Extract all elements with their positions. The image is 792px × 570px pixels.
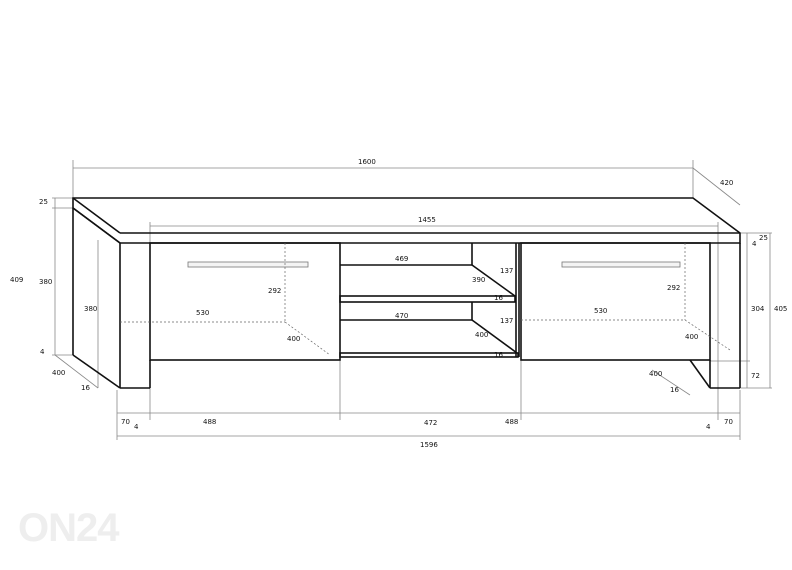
- label-shelf-upper-width: 469: [395, 255, 408, 263]
- label-right-drawer-width: 530: [594, 307, 607, 315]
- label-shelf-lower-height: 137: [500, 317, 513, 325]
- label-left-top: 25: [39, 198, 48, 206]
- label-bottom-left-side: 70: [121, 418, 130, 426]
- label-bottom-middle: 472: [424, 419, 437, 427]
- label-right-drawer-height: 292: [667, 284, 680, 292]
- label-bottom-right-gap: 4: [706, 423, 711, 431]
- dimension-labels: 1600 420 1455 25 409 380 4 400 16 380 53…: [10, 158, 787, 449]
- label-right-panel: 16: [670, 386, 679, 394]
- dimension-lines: [52, 160, 772, 440]
- left-drawer: [120, 242, 341, 361]
- label-left-depth: 400: [52, 369, 65, 377]
- label-overall-depth: 420: [720, 179, 733, 187]
- watermark-logo: ON24: [18, 506, 119, 550]
- label-left-side: 380: [39, 278, 52, 286]
- label-right-front: 304: [751, 305, 765, 313]
- label-bottom-right-side: 70: [724, 418, 733, 426]
- label-overall-width: 1600: [358, 158, 376, 166]
- label-bottom-left-section: 488: [203, 418, 216, 426]
- label-bottom-width: 1596: [420, 441, 438, 449]
- label-right-top: 25: [759, 234, 768, 242]
- label-right-total: 405: [774, 305, 787, 313]
- label-left-inner: 380: [84, 305, 97, 313]
- label-left-drawer-width: 530: [196, 309, 209, 317]
- label-shelf-upper-depth: 390: [472, 276, 485, 284]
- label-bottom-right-section: 488: [505, 418, 518, 426]
- label-inner-width: 1455: [418, 216, 436, 224]
- label-shelf-upper-height: 137: [500, 267, 513, 275]
- label-left-drawer-depth: 400: [287, 335, 300, 343]
- label-right-plinth: 72: [751, 372, 760, 380]
- middle-shelves: [339, 243, 520, 358]
- label-left-drawer-height: 292: [268, 287, 281, 295]
- label-left-total: 409: [10, 276, 23, 284]
- carcass: [72, 197, 741, 389]
- label-left-gap: 4: [40, 348, 45, 356]
- label-shelf-lower-depth: 400: [475, 331, 488, 339]
- label-shelf-upper-thickness: 16: [494, 294, 503, 302]
- label-bottom-left-gap: 4: [134, 423, 139, 431]
- label-right-gap: 4: [752, 240, 757, 248]
- label-right-drawer-depth: 400: [685, 333, 698, 341]
- label-shelf-lower-thickness: 16: [494, 351, 503, 359]
- label-shelf-lower-width: 470: [395, 312, 408, 320]
- label-left-panel: 16: [81, 384, 90, 392]
- right-drawer: [520, 242, 731, 361]
- label-right-depth: 400: [649, 370, 662, 378]
